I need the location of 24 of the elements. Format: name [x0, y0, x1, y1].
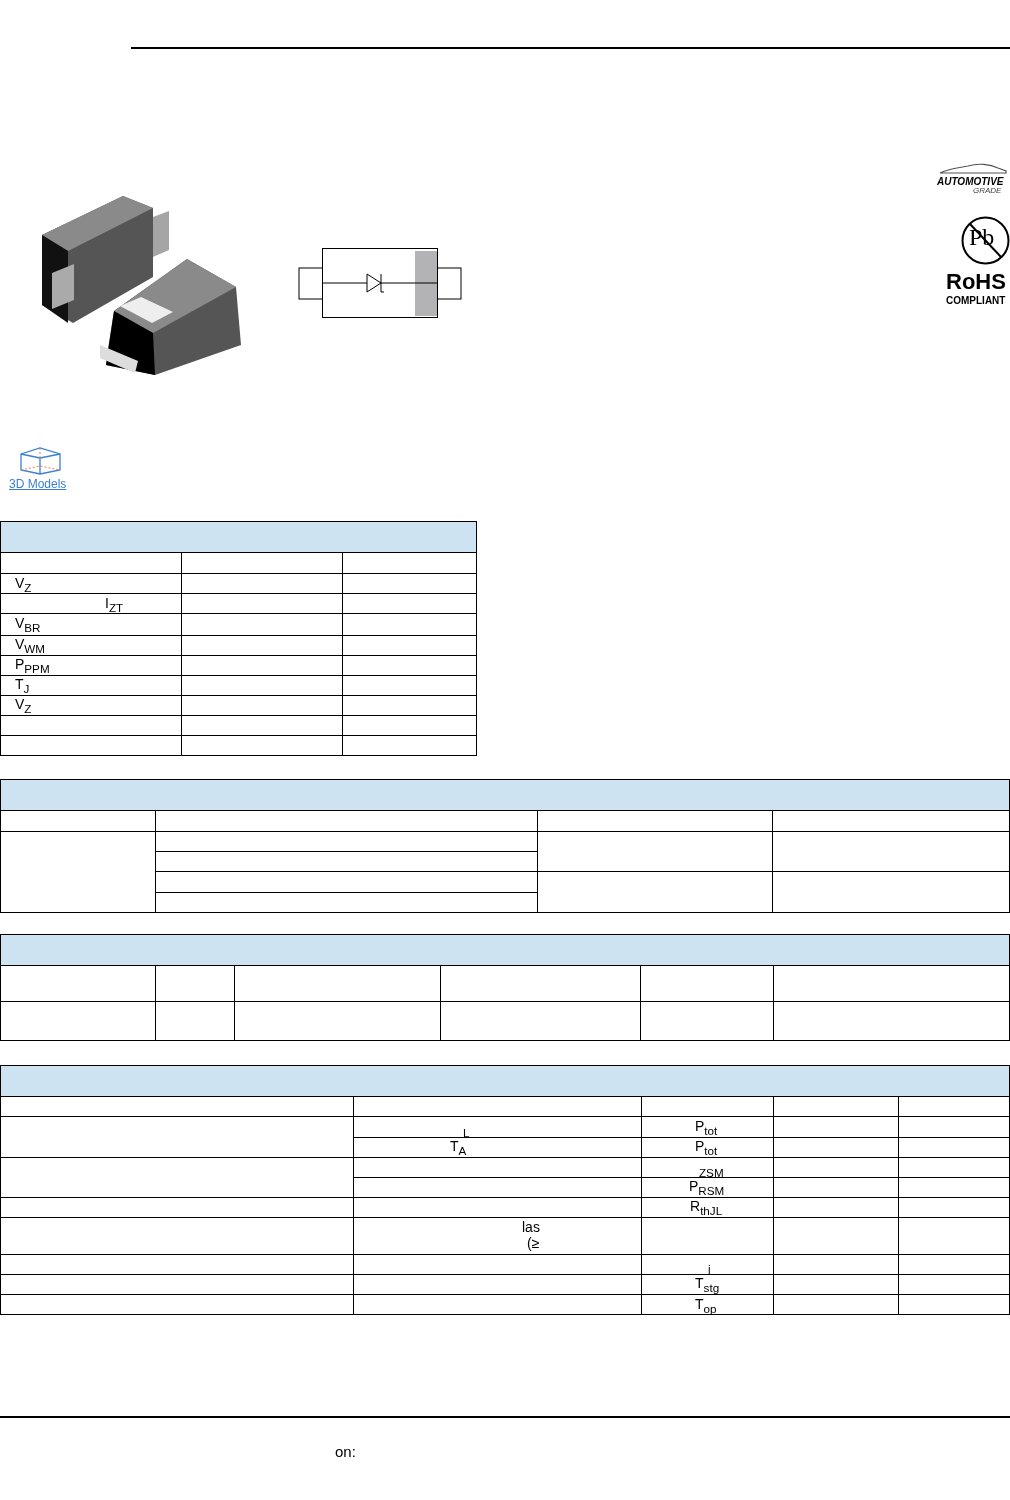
table-text: V$_{Z}$	[15, 696, 32, 717]
table-text: P$_{tot}$	[695, 1138, 718, 1159]
table-text: T$_{op}$	[695, 1296, 717, 1317]
table-text: P$_{RSM}$	[689, 1178, 725, 1199]
table-text: V$_{Z}$	[15, 575, 32, 596]
table-text: (≥	[527, 1235, 540, 1251]
table-text: L	[463, 1124, 470, 1141]
table-text: P$_{tot}$	[695, 1118, 718, 1139]
table-text: P$_{PPM}$	[15, 656, 50, 677]
link: 3D Models	[9, 476, 67, 492]
table-text: I$_{ZT}$	[105, 595, 124, 616]
footer-text: on:	[335, 1444, 356, 1460]
table-text: las	[522, 1219, 540, 1235]
badge-text: COMPLIANT	[946, 295, 1006, 307]
table-text: R$_{thJL}$	[690, 1198, 723, 1219]
table-text: ZSM	[699, 1164, 724, 1181]
table-text: V$_{WM}$	[15, 636, 46, 657]
table-text: T$_{A}$	[450, 1138, 467, 1159]
table-text: V$_{BR}$	[15, 615, 41, 636]
badge-text: AUTOMOTIVE	[937, 177, 1004, 187]
badge-text: RoHS	[946, 270, 1006, 294]
table-text: T$_{J}$	[15, 676, 30, 697]
badge-text: GRADE	[973, 186, 1002, 195]
table-text: T$_{stg}$	[695, 1275, 720, 1296]
